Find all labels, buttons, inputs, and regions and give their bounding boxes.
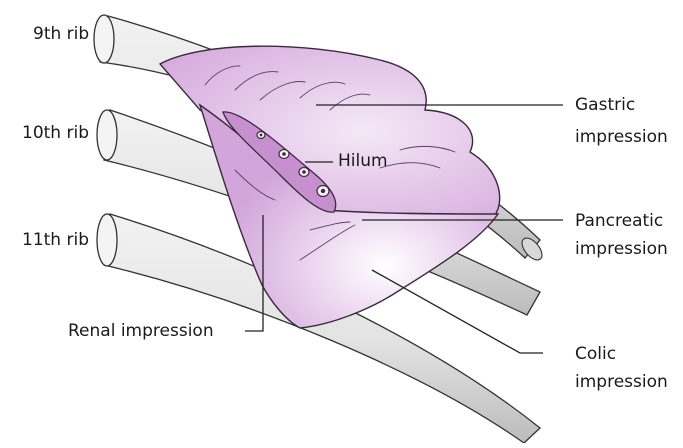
pancreatic-label-line1: Pancreatic [575,210,663,232]
colic-label-line2: impression [575,371,668,393]
rib-10-label: 10th rib [22,122,89,144]
colic-label-line1: Colic [575,343,616,365]
renal-label: Renal impression [68,320,214,342]
gastric-label-line2: impression [575,126,668,148]
hilum-label: Hilum [338,150,388,172]
gastric-label-line1: Gastric [575,94,635,116]
pancreatic-label-line2: impression [575,238,668,260]
rib-11-label: 11th rib [22,229,89,251]
rib-9-label: 9th rib [33,23,89,45]
